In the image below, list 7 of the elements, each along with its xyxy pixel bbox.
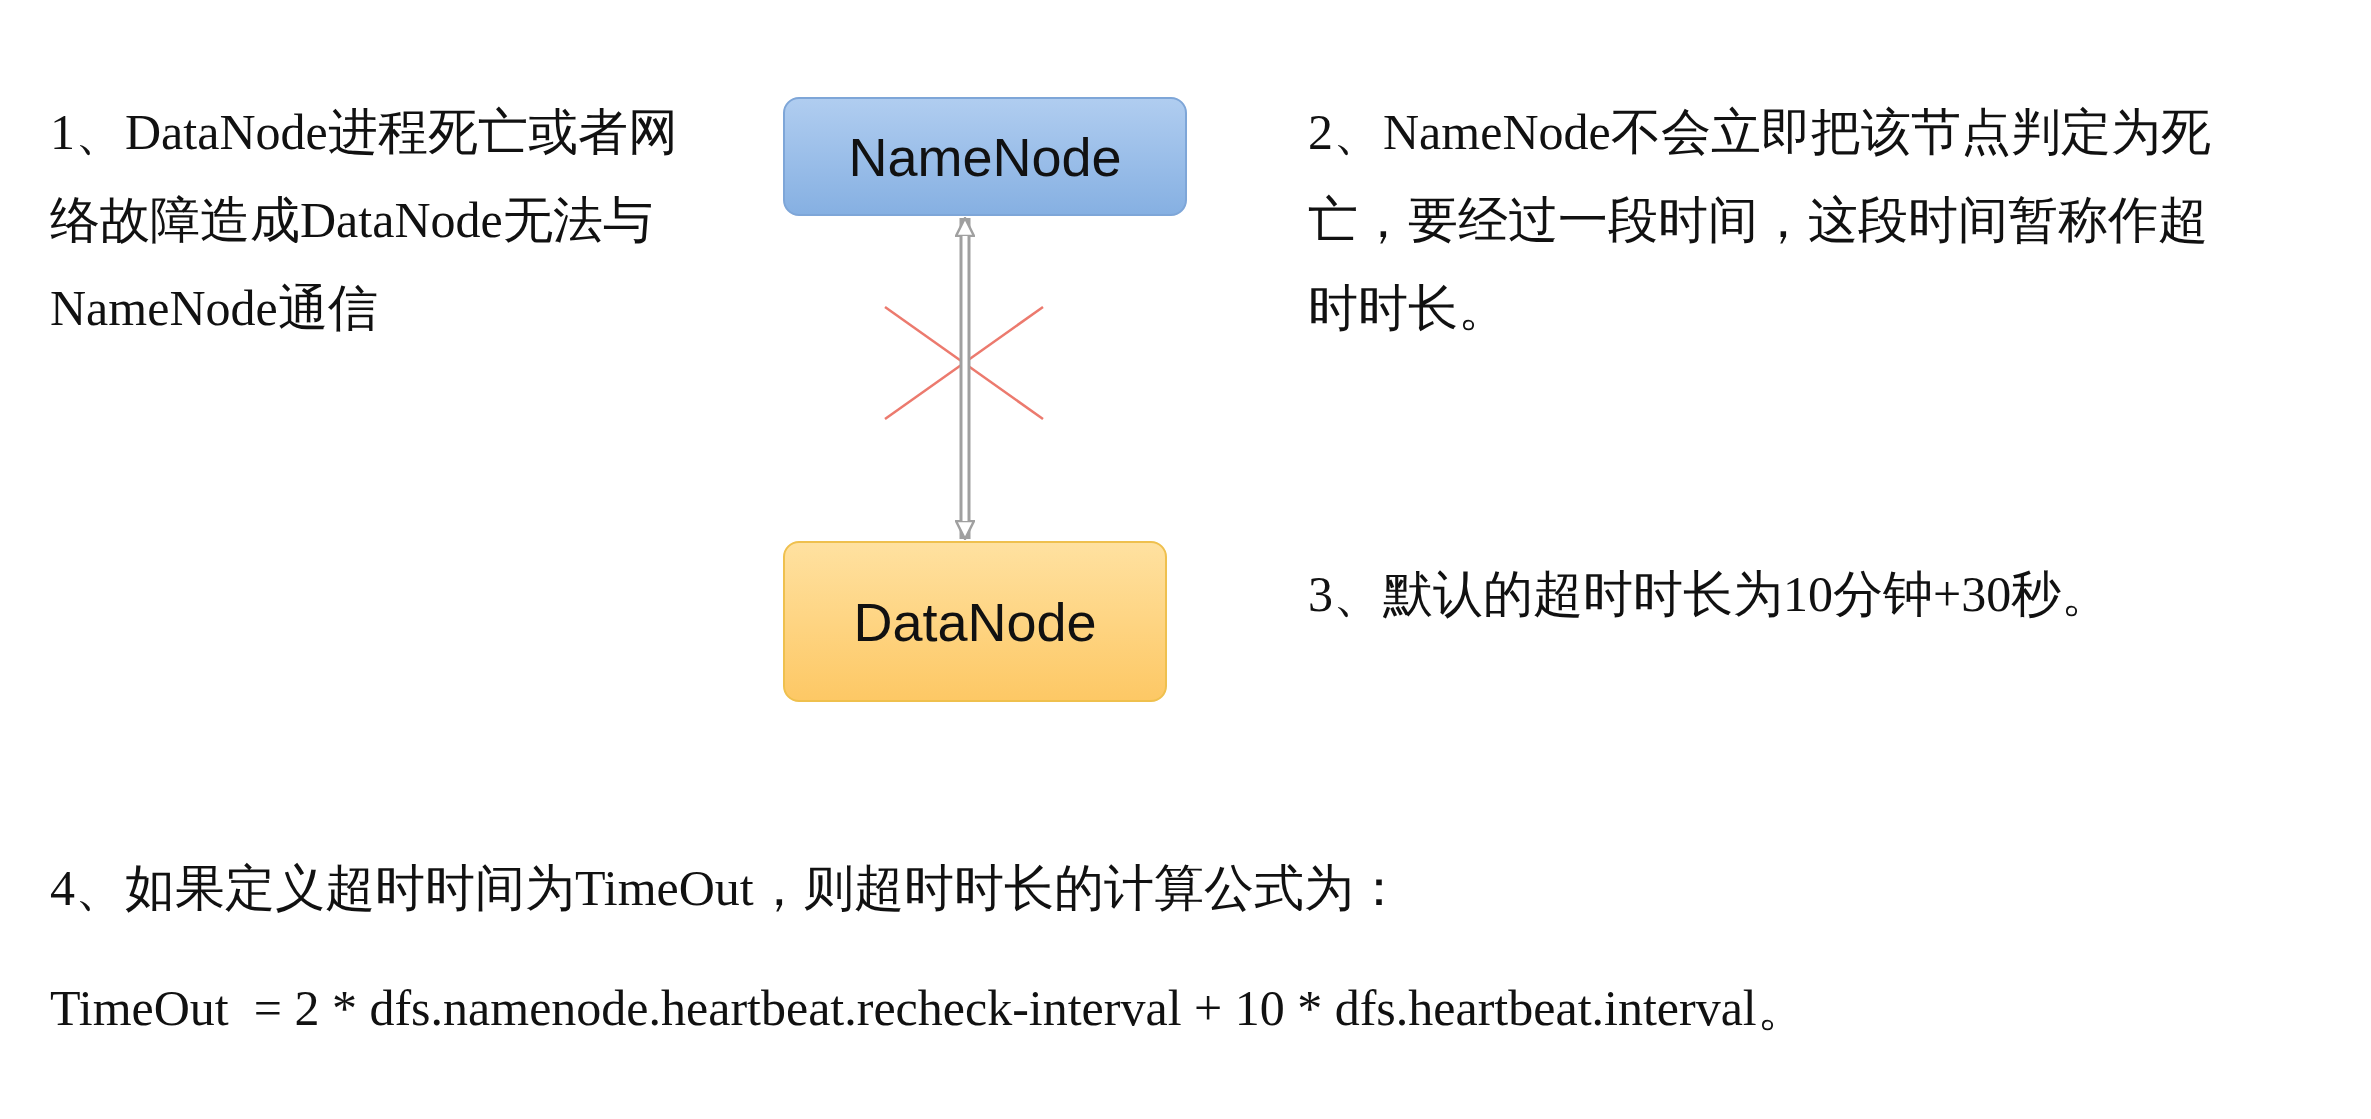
- note-text: 3、默认的超时时长为10分钟+30秒。: [1308, 565, 2113, 624]
- note-text: 4、如果定义超时时间为TimeOut，则超时时长的计算公式为：: [50, 859, 1405, 918]
- formula-text: TimeOut = 2 * dfs.namenode.heartbeat.recheck-interval + 10 * dfs.heartbeat.interval。: [50, 979, 1808, 1038]
- process-box: NameNode: [783, 97, 1187, 216]
- note-text: 2、NameNode不会立即把该节点判定为死亡，要经过一段时间，这段时间暂称作超时时长。: [1308, 103, 2212, 338]
- process-box: DataNode: [783, 541, 1167, 702]
- note-text: 1、DataNode进程死亡或者网络故障造成DataNode无法与NameNode通信: [50, 103, 679, 338]
